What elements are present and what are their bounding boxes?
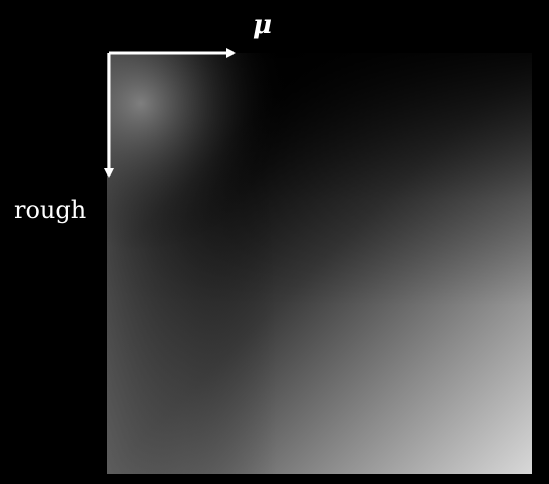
axes: μ rough (14, 10, 272, 224)
mu-axis-label: μ (253, 10, 272, 40)
gradient-texture-square (107, 53, 532, 474)
texture-corner-glow (107, 53, 532, 474)
roughness-axis-label: rough (14, 196, 86, 224)
